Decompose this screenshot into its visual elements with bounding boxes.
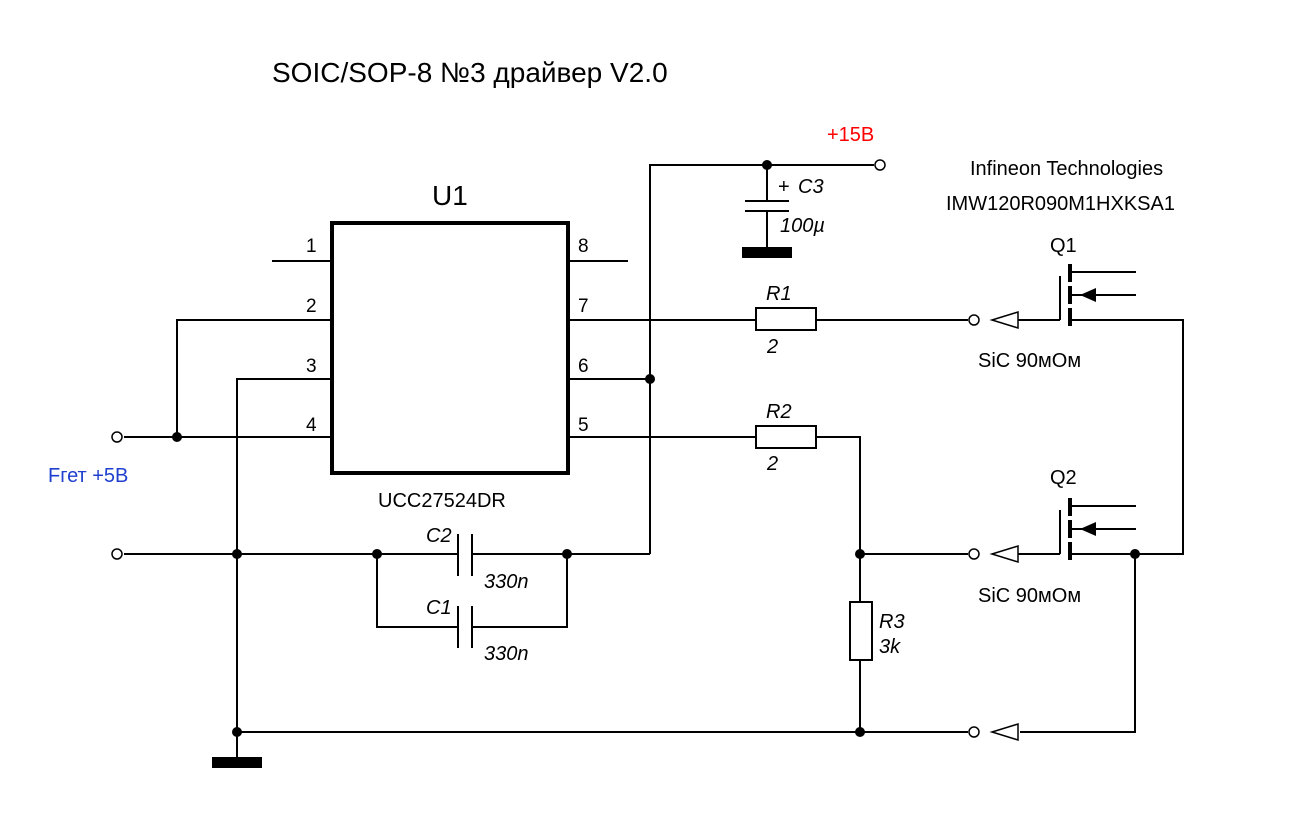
resistor-r2: R2 2	[755, 401, 817, 475]
r2-ref: R2	[766, 401, 792, 423]
gnd-input-terminal[interactable]	[111, 548, 123, 560]
q1-gate-terminal[interactable]	[968, 314, 980, 326]
r1-value: 2	[766, 336, 778, 358]
ground-icon	[742, 247, 792, 258]
c2-value: 330n	[484, 571, 529, 593]
pin-number: 4	[306, 415, 317, 436]
input-label: Fгет +5В	[48, 465, 128, 487]
ground-icon	[212, 757, 262, 768]
c1-value: 330n	[484, 643, 529, 665]
input-terminal[interactable]	[111, 431, 123, 443]
port-arrow-icon	[989, 310, 1019, 330]
q2-desc: SiC 90мОм	[978, 585, 1081, 607]
c3-polarity: +	[778, 176, 790, 198]
arrow-icon	[1080, 522, 1096, 536]
junction-dot	[1130, 549, 1140, 559]
pin-number: 5	[578, 415, 589, 436]
wires	[124, 164, 1184, 757]
junction-dot	[172, 432, 182, 442]
mosfet-q1: Q1 SiC 90мОм	[978, 235, 1136, 372]
resistor-r3: R3 3k	[849, 601, 905, 661]
r3-value: 3k	[879, 636, 901, 658]
pin-number: 2	[306, 296, 317, 317]
c1-ref: C1	[426, 597, 452, 619]
c2-ref: C2	[426, 525, 452, 547]
supply-terminal[interactable]	[874, 159, 886, 171]
junction-dot	[232, 727, 242, 737]
supply-label: +15В	[827, 124, 874, 146]
r2-value: 2	[766, 453, 778, 475]
terminals[interactable]	[111, 159, 980, 738]
junction-dot	[855, 549, 865, 559]
pin-number: 6	[578, 356, 589, 377]
ic-part-number: UCC27524DR	[378, 490, 506, 512]
junction-dot	[372, 549, 382, 559]
q2-gate-terminal[interactable]	[968, 548, 980, 560]
port-arrow-icon	[989, 722, 1019, 742]
ic-body	[330, 221, 570, 475]
pin-number: 3	[306, 356, 317, 377]
capacitor-c1: C1 330n	[426, 597, 529, 665]
r1-ref: R1	[766, 283, 792, 305]
transistor-part: IMW120R090M1HXKSA1	[946, 193, 1175, 215]
connector-arrows	[989, 310, 1060, 742]
port-arrow-icon	[989, 544, 1019, 564]
capacitor-c2: C2 330n	[426, 525, 529, 593]
pin-number: 7	[578, 296, 589, 317]
mosfet-q2: Q2 SiC 90мОм	[978, 467, 1136, 607]
pin-number: 1	[306, 236, 317, 257]
pin-number: 8	[578, 236, 589, 257]
junction-dot	[232, 549, 242, 559]
junction-dot	[855, 727, 865, 737]
junctions	[172, 160, 1140, 737]
kelvin-terminal[interactable]	[968, 726, 980, 738]
junction-dot	[562, 549, 572, 559]
resistor-r1: R1 2	[755, 283, 817, 358]
junction-dot	[762, 160, 772, 170]
ic-u1: U1 UCC27524DR 1 2 3 4 5 6 7 8	[272, 180, 628, 512]
c3-ref: C3	[798, 176, 824, 198]
ic-ref: U1	[432, 180, 468, 211]
junction-dot	[645, 374, 655, 384]
q1-desc: SiC 90мОм	[978, 350, 1081, 372]
transistor-maker: Infineon Technologies	[970, 158, 1163, 180]
r3-ref: R3	[879, 611, 905, 633]
q2-ref: Q2	[1050, 467, 1077, 489]
diagram-title: SOIC/SOP-8 №3 драйвер V2.0	[272, 57, 668, 88]
c3-value: 100µ	[780, 215, 825, 237]
q1-ref: Q1	[1050, 235, 1077, 257]
arrow-icon	[1080, 288, 1096, 302]
capacitor-c3: + C3 100µ	[745, 176, 825, 237]
